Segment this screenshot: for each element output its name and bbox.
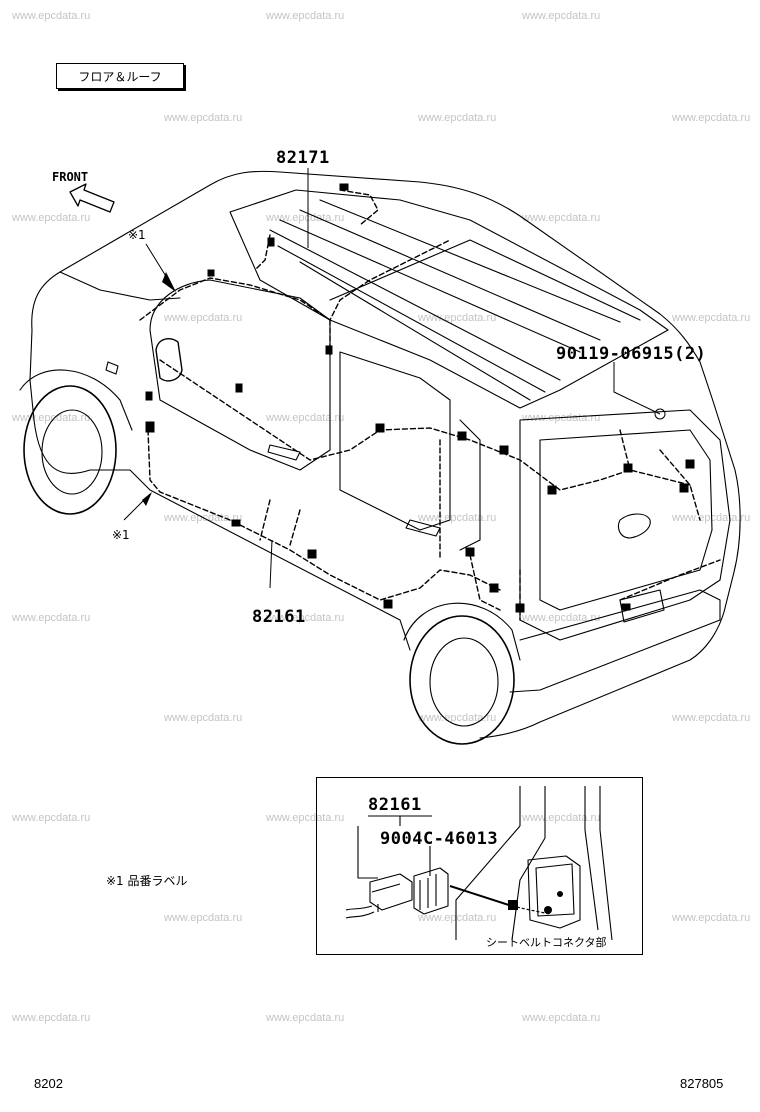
part-label-82171: 82171 <box>276 148 330 168</box>
section-label-box: フロア＆ルーフ <box>56 63 184 89</box>
mark-note-bottom: ※1 <box>112 528 130 542</box>
watermark: www.epcdata.ru <box>12 812 91 824</box>
watermark: www.epcdata.ru <box>522 10 601 22</box>
vehicle-body-outline <box>31 170 741 739</box>
watermark: www.epcdata.ru <box>672 112 751 124</box>
inset-part-number: 82161 <box>368 795 422 815</box>
mark-note-top: ※1 <box>128 228 146 242</box>
watermark: www.epcdata.ru <box>522 212 601 224</box>
watermark: www.epcdata.ru <box>12 10 91 22</box>
watermark: www.epcdata.ru <box>164 912 243 924</box>
watermark: www.epcdata.ru <box>12 212 91 224</box>
watermark: www.epcdata.ru <box>522 612 601 624</box>
watermark: www.epcdata.ru <box>266 612 345 624</box>
legend-note: ※1 品番ラベル <box>106 874 188 888</box>
rear-door-opening <box>339 351 451 531</box>
inset-connector-part: 9004C-46013 <box>380 829 499 849</box>
front-arrow-icon <box>69 183 115 213</box>
roof-panel <box>229 189 669 409</box>
rear-hatch <box>519 409 731 641</box>
watermark: www.epcdata.ru <box>522 812 601 824</box>
footer-left-code: 8202 <box>34 1076 63 1091</box>
watermark: www.epcdata.ru <box>266 10 345 22</box>
front-wheel <box>23 385 117 515</box>
front-door-opening <box>149 279 331 471</box>
side-mirror <box>155 338 183 382</box>
watermark: www.epcdata.ru <box>418 312 497 324</box>
watermark: www.epcdata.ru <box>164 112 243 124</box>
front-label: FRONT <box>52 170 89 184</box>
watermark: www.epcdata.ru <box>672 312 751 324</box>
watermark: www.epcdata.ru <box>418 512 497 524</box>
watermark: www.epcdata.ru <box>266 412 345 424</box>
watermark: www.epcdata.ru <box>672 712 751 724</box>
watermark: www.epcdata.ru <box>522 1012 601 1024</box>
rear-wheel <box>409 615 515 745</box>
connector-housing <box>413 867 449 915</box>
inset-caption: シートベルトコネクタ部 <box>486 936 607 949</box>
watermark: www.epcdata.ru <box>672 912 751 924</box>
watermark: www.epcdata.ru <box>164 312 243 324</box>
watermark: www.epcdata.ru <box>418 712 497 724</box>
part-label-82161: 82161 <box>252 607 306 627</box>
footer-right-code: 827805 <box>680 1076 724 1091</box>
watermark: www.epcdata.ru <box>418 112 497 124</box>
watermark: www.epcdata.ru <box>164 712 243 724</box>
roof-harness-wire <box>139 239 451 322</box>
part-label-clip: 90119-06915(2) <box>556 344 707 364</box>
section-label: フロア＆ルーフ <box>78 69 162 84</box>
watermark: www.epcdata.ru <box>12 612 91 624</box>
watermark: www.epcdata.ru <box>266 812 345 824</box>
watermark: www.epcdata.ru <box>266 1012 345 1024</box>
body-harness-wire <box>159 359 691 491</box>
inset-detail-box <box>316 777 643 955</box>
floor-harness-wire <box>147 429 501 601</box>
connector-body <box>369 873 413 911</box>
clip-icon <box>654 408 666 420</box>
watermark: www.epcdata.ru <box>12 1012 91 1024</box>
watermark: www.epcdata.ru <box>418 912 497 924</box>
